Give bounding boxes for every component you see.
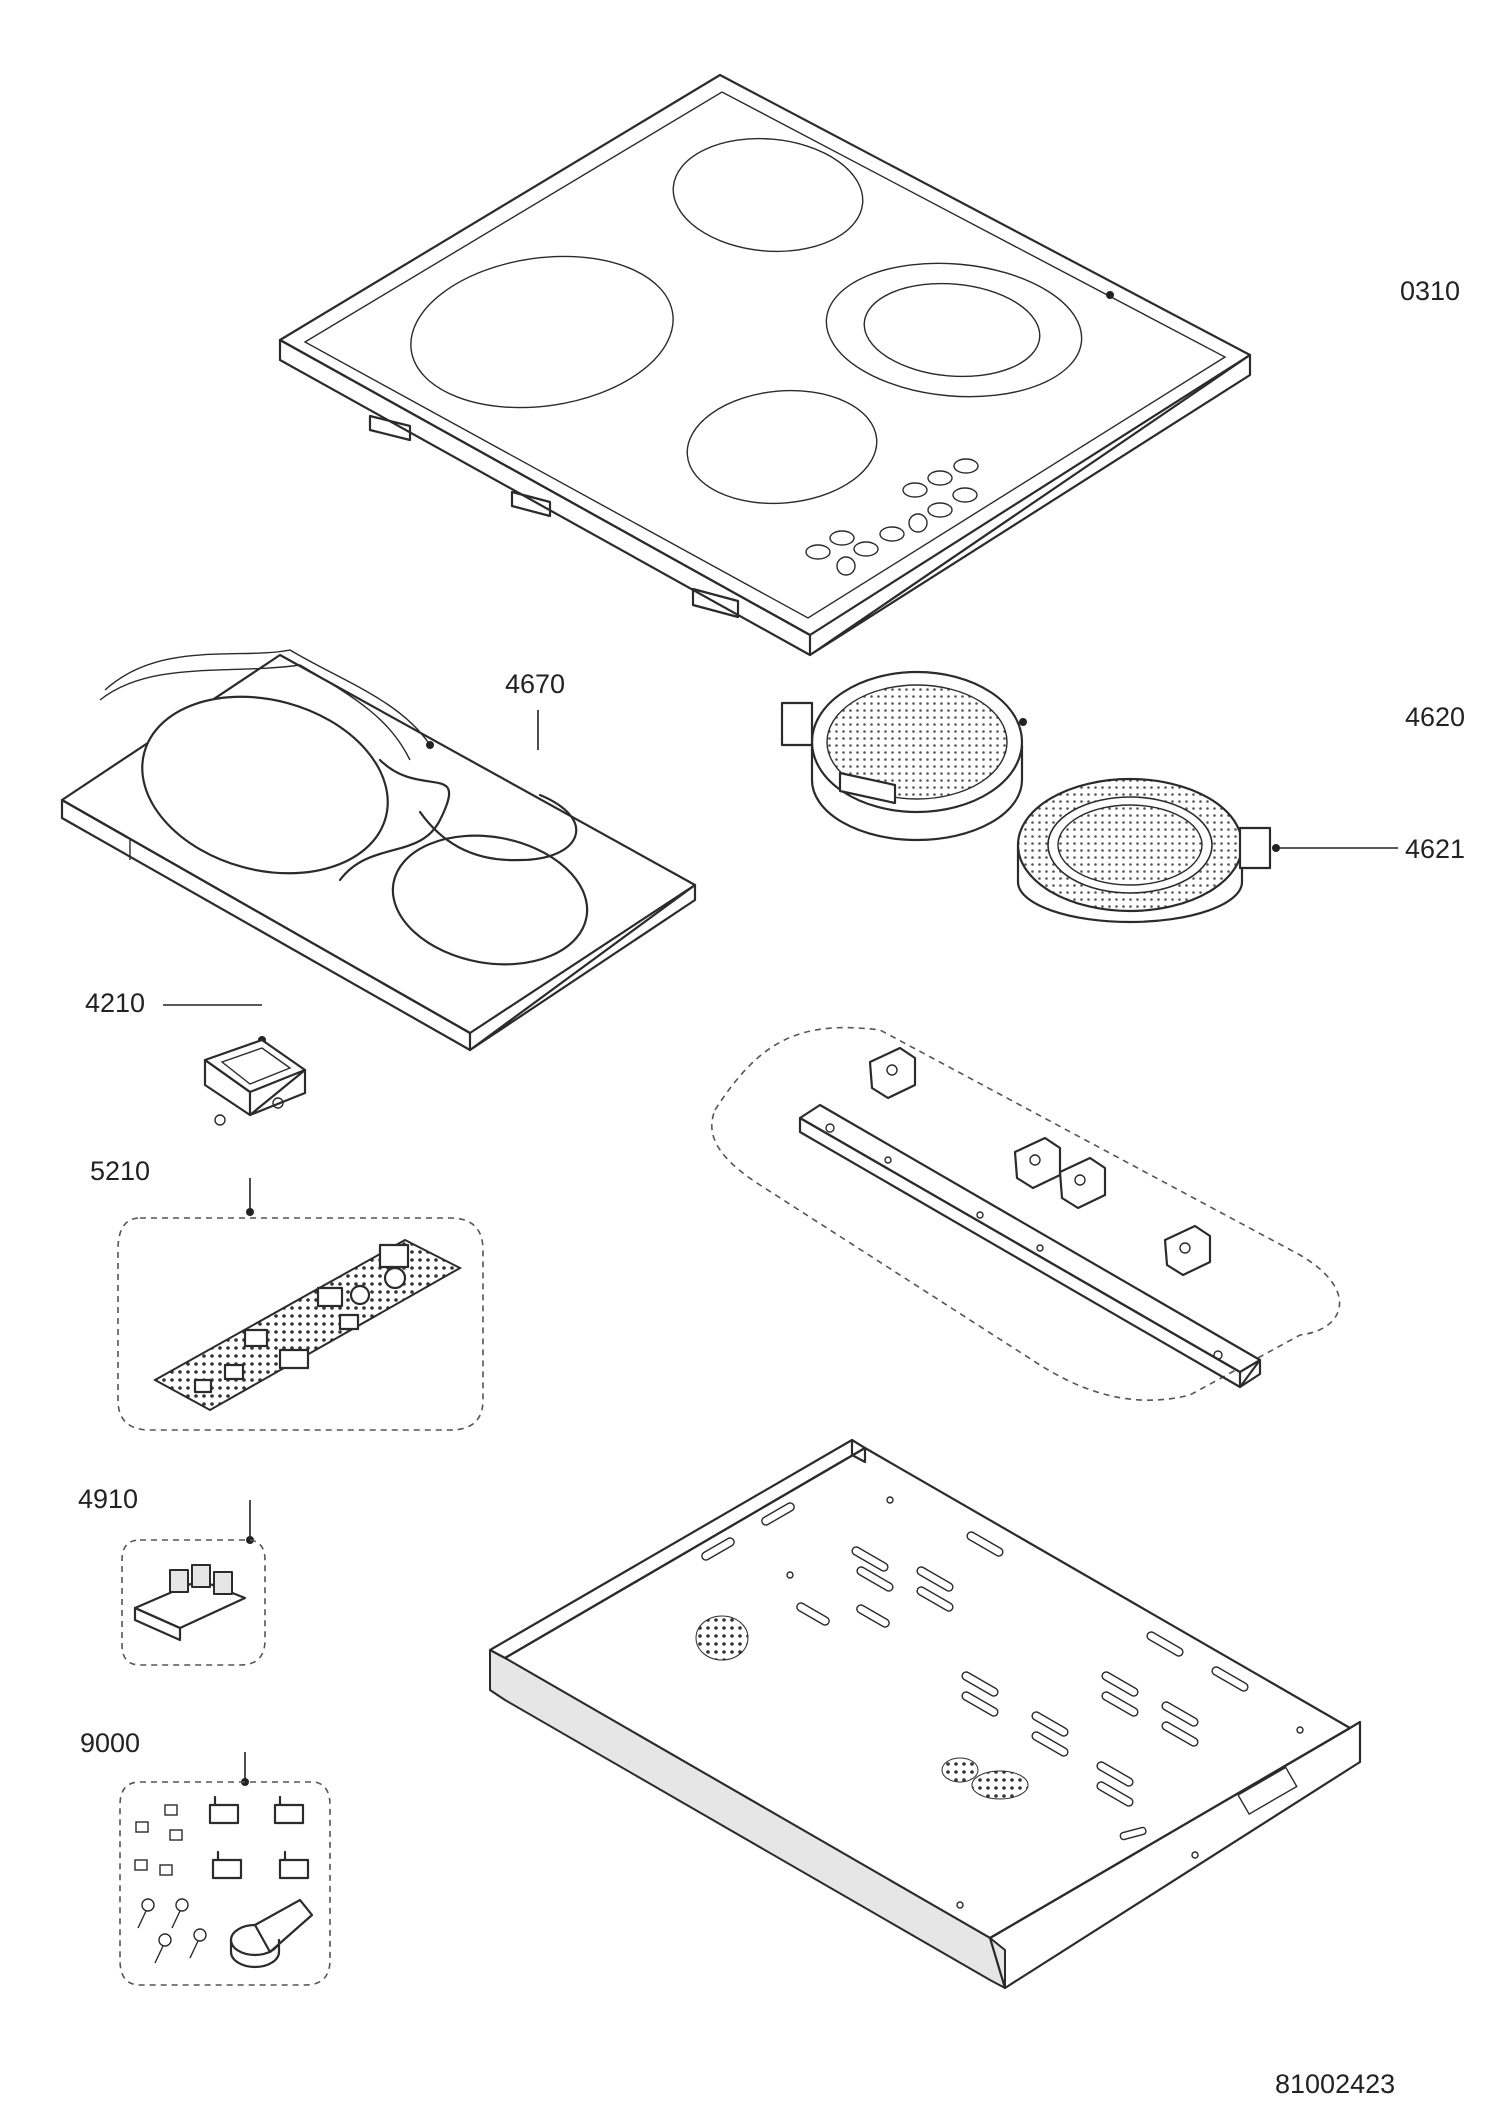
part-label-5210: 5210 bbox=[90, 1156, 150, 1186]
radiant-burner-4620 bbox=[780, 670, 1027, 842]
screw-icon bbox=[189, 1928, 207, 1959]
bracket bbox=[1163, 1224, 1212, 1277]
terminal-block-4910 bbox=[121, 1500, 266, 1666]
glass-cooktop-0310 bbox=[278, 73, 1252, 657]
scraper-tool bbox=[229, 1898, 314, 1969]
radiant-burner-4621 bbox=[1016, 777, 1398, 924]
part-label-4670: 4670 bbox=[505, 669, 565, 699]
vent-slots bbox=[701, 1502, 1249, 1841]
thermal-switch-4210 bbox=[163, 1004, 307, 1126]
part-label-4620: 4620 bbox=[1405, 702, 1465, 732]
mounting-rail-with-brackets bbox=[711, 1026, 1341, 1401]
bracket bbox=[1013, 1136, 1062, 1190]
rivet-pattern bbox=[695, 1615, 1029, 1800]
part-label-4621: 4621 bbox=[1405, 834, 1465, 864]
bracket bbox=[1058, 1156, 1107, 1210]
part-label-0310: 0310 bbox=[1400, 276, 1460, 306]
accessory-kit-9000 bbox=[119, 1752, 331, 1986]
screw-icon bbox=[137, 1898, 155, 1929]
drawing-number: 81002423 bbox=[1275, 2069, 1395, 2099]
screw-icon bbox=[171, 1898, 189, 1929]
heating-element-plate-4670 bbox=[60, 649, 697, 1052]
part-label-4210: 4210 bbox=[85, 988, 145, 1018]
part-label-4910: 4910 bbox=[78, 1484, 138, 1514]
touch-control-markings bbox=[805, 458, 979, 576]
control-board-5210 bbox=[117, 1178, 484, 1431]
bracket bbox=[868, 1046, 917, 1100]
part-label-9000: 9000 bbox=[80, 1728, 140, 1758]
bottom-housing-tray bbox=[488, 1438, 1362, 1990]
screw-icon bbox=[154, 1933, 172, 1964]
